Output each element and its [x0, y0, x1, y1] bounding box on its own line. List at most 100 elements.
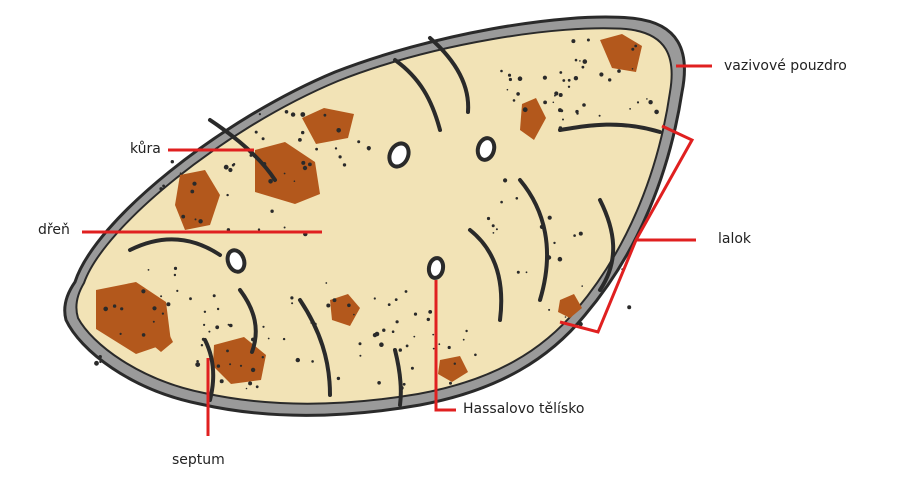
cell-speckle: [308, 163, 312, 167]
cell-speckle: [255, 131, 258, 134]
cell-speckle: [438, 343, 440, 345]
cell-speckle: [500, 70, 503, 73]
cell-speckle: [559, 93, 563, 97]
cell-speckle: [427, 318, 430, 321]
cell-speckle: [634, 45, 637, 48]
cell-speckle: [500, 201, 503, 204]
cell-speckle: [405, 290, 408, 293]
cell-speckle: [454, 363, 456, 365]
cell-speckle: [631, 48, 634, 51]
cell-speckle: [403, 383, 406, 386]
cell-speckle: [228, 168, 232, 172]
cell-speckle: [166, 302, 170, 306]
cell-speckle: [579, 232, 583, 236]
label-medulla: dřeň: [38, 222, 70, 238]
cell-speckle: [413, 336, 415, 338]
cell-speckle: [120, 333, 122, 335]
cell-speckle: [113, 304, 116, 307]
cell-speckle: [646, 98, 648, 100]
cell-speckle: [215, 325, 219, 329]
cell-speckle: [141, 289, 145, 293]
cell-speckle: [543, 76, 547, 80]
cell-speckle: [523, 107, 528, 112]
cell-speckle: [359, 342, 362, 345]
cell-speckle: [142, 333, 146, 337]
cell-speckle: [411, 367, 414, 370]
cell-speckle: [176, 290, 178, 292]
cell-speckle: [203, 324, 205, 326]
cell-speckle: [189, 297, 192, 300]
cell-speckle: [99, 361, 101, 363]
cell-speckle: [513, 99, 516, 102]
cell-speckle: [548, 309, 550, 311]
cell-speckle: [181, 215, 185, 219]
cell-speckle: [120, 307, 123, 310]
cell-speckle: [268, 338, 270, 340]
cell-speckle: [301, 131, 304, 134]
cell-speckle: [103, 307, 108, 312]
cell-speckle: [262, 137, 265, 140]
cell-speckle: [343, 163, 346, 166]
cell-speckle: [195, 362, 200, 367]
cell-speckle: [311, 360, 314, 363]
cell-speckle: [229, 363, 231, 365]
cell-speckle: [256, 385, 259, 388]
cell-speckle: [648, 100, 652, 104]
cell-speckle: [406, 345, 409, 348]
cell-speckle: [301, 161, 305, 165]
cell-speckle: [548, 216, 552, 220]
cell-speckle: [326, 304, 330, 308]
cell-speckle: [503, 178, 507, 182]
cell-speckle: [543, 101, 547, 105]
cell-speckle: [508, 74, 511, 77]
cell-speckle: [357, 140, 360, 143]
cell-speckle: [259, 113, 261, 115]
cell-speckle: [213, 294, 216, 297]
cell-speckle: [294, 180, 296, 182]
cell-speckle: [174, 267, 177, 270]
cell-speckle: [637, 101, 639, 103]
cell-speckle: [576, 112, 578, 114]
cell-speckle: [152, 306, 156, 310]
cell-speckle: [579, 60, 581, 62]
cell-speckle: [296, 358, 300, 362]
cell-speckle: [353, 314, 355, 316]
cell-speckle: [627, 305, 631, 309]
cell-speckle: [335, 147, 337, 149]
cell-speckle: [399, 348, 402, 351]
cell-speckle: [298, 138, 302, 142]
cell-speckle: [509, 78, 512, 81]
cell-speckle: [195, 218, 197, 220]
cell-speckle: [374, 297, 376, 299]
cell-speckle: [94, 361, 99, 366]
cell-speckle: [251, 368, 255, 372]
cell-speckle: [248, 381, 252, 385]
cell-speckle: [599, 72, 603, 76]
cell-speckle: [582, 66, 585, 69]
cell-speckle: [558, 108, 562, 112]
cell-speckle: [583, 59, 588, 64]
cell-speckle: [568, 79, 571, 82]
cell-speckle: [608, 78, 611, 81]
cell-speckle: [568, 86, 570, 88]
cell-speckle: [617, 69, 621, 73]
cell-speckle: [382, 329, 385, 332]
cell-speckle: [159, 187, 162, 190]
cell-speckle: [379, 342, 384, 347]
cell-speckle: [587, 39, 590, 42]
cell-speckle: [174, 274, 176, 276]
cell-speckle: [396, 320, 399, 323]
cell-speckle: [574, 76, 578, 80]
cell-speckle: [325, 282, 327, 284]
cell-speckle: [284, 173, 286, 175]
cell-speckle: [377, 381, 381, 385]
cell-speckle: [217, 308, 219, 310]
cell-speckle: [162, 185, 165, 188]
cell-speckle: [559, 71, 562, 74]
label-cortex: kůra: [130, 141, 161, 157]
cell-speckle: [582, 103, 586, 107]
cell-speckle: [153, 321, 155, 323]
cell-speckle: [291, 112, 295, 116]
cell-speckle: [507, 89, 509, 91]
cell-speckle: [428, 310, 432, 314]
